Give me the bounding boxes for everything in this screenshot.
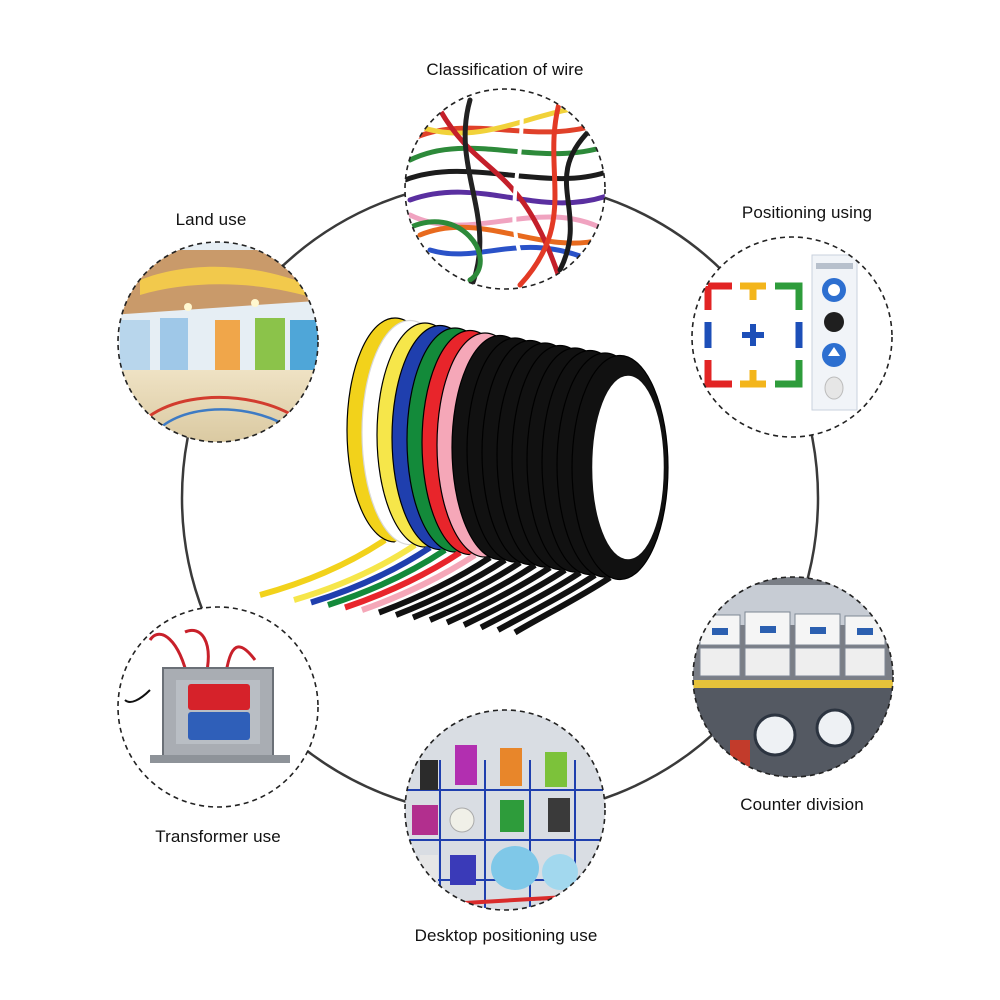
transformer-photo bbox=[117, 606, 319, 808]
position-marker-graphic bbox=[691, 236, 893, 438]
tape-strip bbox=[377, 555, 492, 616]
tape-strip bbox=[276, 540, 402, 601]
wire-bundle-photo bbox=[404, 88, 606, 290]
label-transformer-use: Transformer use bbox=[155, 827, 281, 846]
tape-strip bbox=[293, 542, 417, 603]
tape-rolls bbox=[259, 317, 669, 636]
tape-strip bbox=[445, 565, 552, 626]
label-counter-division: Counter division bbox=[740, 795, 864, 814]
floor-marking-photo bbox=[117, 241, 319, 443]
tape-strip bbox=[513, 575, 612, 636]
tape-strip bbox=[310, 545, 432, 606]
tape-strip bbox=[411, 560, 522, 621]
desktop-bottles-photo bbox=[404, 709, 606, 911]
tape-strip bbox=[344, 550, 462, 611]
label-positioning-using: Positioning using bbox=[741, 203, 873, 222]
counter-shelf-photo bbox=[692, 576, 894, 778]
tape-strip bbox=[462, 567, 567, 628]
tape-strip bbox=[259, 537, 387, 598]
tape-strip bbox=[327, 547, 447, 608]
tape-strip bbox=[479, 570, 582, 631]
tape-hole bbox=[593, 377, 663, 558]
tape-strip bbox=[428, 562, 537, 623]
label-desktop-positioning-use: Desktop positioning use bbox=[414, 926, 598, 945]
label-land-use: Land use bbox=[175, 210, 247, 229]
tape-strip bbox=[496, 572, 597, 633]
label-classification-of-wire: Classification of wire bbox=[426, 60, 584, 79]
tape-strip bbox=[394, 557, 507, 618]
tape-strip bbox=[361, 552, 477, 613]
